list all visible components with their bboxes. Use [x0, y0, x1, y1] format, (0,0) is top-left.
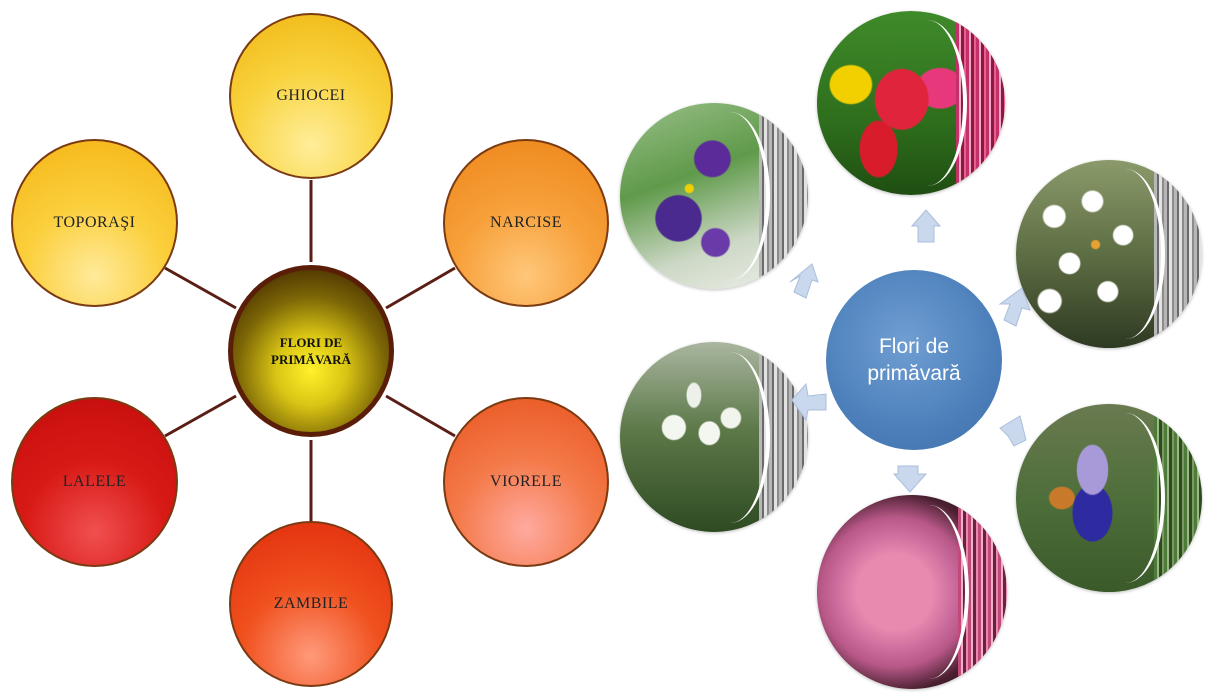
- arrow-up-icon: [912, 210, 940, 242]
- arrow-upleft-icon: [790, 264, 818, 298]
- arrow-downright-icon: [1000, 416, 1026, 446]
- arrow-left-icon: [792, 384, 826, 420]
- arrow-down-icon: [894, 466, 926, 492]
- right-center-label: Flori de primăvară: [838, 333, 990, 387]
- right-center-circle: Flori de primăvară: [826, 270, 1002, 450]
- arrow-upright-icon: [1000, 288, 1030, 326]
